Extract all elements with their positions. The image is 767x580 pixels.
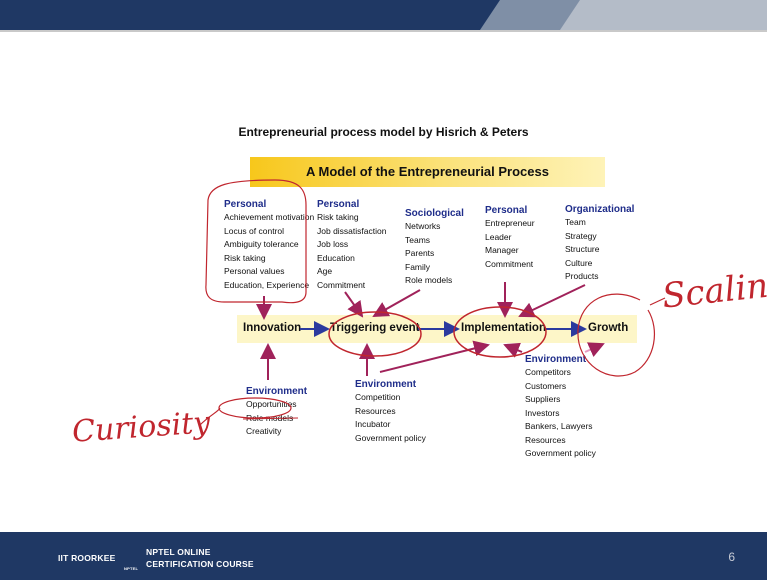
footer-bar	[0, 532, 767, 580]
environment-item: Creativity	[246, 426, 282, 436]
column-item: Education, Experience	[224, 279, 310, 290]
environment-heading: Environment	[246, 386, 308, 397]
model-banner	[250, 157, 605, 187]
environment-implementation: Environment Competitors Customers Suppli…	[525, 353, 596, 461]
page-number: 6	[728, 550, 735, 564]
column-personal-implementation: Personal Entrepreneur Leader Manager Com…	[485, 204, 535, 271]
environment-item: Investors	[525, 407, 560, 418]
environment-item: Suppliers	[525, 394, 561, 404]
column-item: Culture	[565, 257, 593, 268]
column-personal-trigger: Personal Risk taking Job dissatisfaction…	[317, 198, 386, 292]
footer-course-line1: NPTEL ONLINE	[146, 547, 211, 557]
stage-implementation: Implementation	[461, 322, 546, 334]
environment-item: Opportunities	[246, 399, 297, 409]
pen-circle-opportunities	[218, 397, 292, 419]
environment-trigger: Environment Competition Resources Incuba…	[355, 378, 426, 445]
stage-innovation: Innovation	[243, 322, 302, 334]
column-heading: Personal	[224, 199, 267, 210]
footer-institute: IIT ROORKEE	[58, 553, 116, 563]
column-heading: Personal	[485, 205, 528, 216]
column-item: Risk taking	[317, 212, 359, 222]
column-item: Achievement motivation	[224, 212, 315, 222]
column-item: Parents	[405, 248, 435, 258]
stage-triggering-event: Triggering event	[330, 322, 420, 334]
footer-course-line2: CERTIFICATION COURSE	[146, 559, 254, 569]
slide-title: Entrepreneurial process model by Hisrich…	[238, 125, 529, 139]
arrow-environment-to-growth	[584, 342, 605, 357]
column-item: Team	[565, 217, 586, 227]
stage-growth: Growth	[588, 322, 629, 334]
column-heading: Organizational	[565, 204, 635, 215]
environment-item: Competition	[355, 392, 401, 402]
column-item: Job dissatisfaction	[317, 225, 387, 236]
environment-item: Government policy	[355, 432, 426, 443]
header-accent-light	[560, 0, 767, 30]
column-item: Family	[405, 261, 431, 272]
model-banner-title: A Model of the Entrepreneurial Process	[306, 164, 549, 179]
environment-item: Resources	[355, 405, 396, 416]
column-item: Role models	[405, 275, 453, 285]
environment-item: Incubator	[355, 419, 391, 429]
arrow-organizational-to-implementation	[518, 284, 586, 318]
column-item: Job loss	[317, 239, 349, 249]
column-sociological: Sociological Networks Teams Parents Fami…	[405, 207, 464, 288]
column-item: Personal values	[224, 266, 285, 276]
pen-circle-implementation	[453, 306, 547, 358]
column-item: Commitment	[485, 258, 534, 269]
column-item: Structure	[565, 244, 600, 254]
arrow-environment-to-implementation	[379, 340, 490, 373]
column-item: Teams	[405, 234, 431, 245]
pen-circle-trigger	[328, 311, 422, 357]
environment-item: Customers	[525, 380, 567, 391]
column-item: Leader	[485, 231, 512, 242]
column-organizational: Organizational Team Strategy Structure C…	[565, 203, 634, 284]
column-heading: Sociological	[405, 208, 464, 219]
environment-heading: Environment	[525, 354, 587, 365]
pen-strike-role-models	[242, 417, 299, 420]
environment-item: Bankers, Lawyers	[525, 421, 593, 431]
column-item: Locus of control	[224, 225, 285, 236]
column-item: Manager	[485, 245, 519, 255]
environment-item: Competitors	[525, 367, 571, 377]
arrow-personal-to-trigger	[344, 291, 364, 318]
column-item: Products	[565, 271, 599, 281]
column-item: Education	[317, 252, 355, 263]
column-item: Risk taking	[224, 252, 266, 263]
column-item: Age	[317, 266, 333, 276]
environment-heading: Environment	[355, 379, 417, 390]
column-item: Entrepreneur	[485, 218, 535, 228]
pen-box-personal	[205, 179, 307, 304]
footer-nptel-small: NPTEL	[124, 566, 139, 571]
pen-circle-growth	[577, 293, 656, 377]
column-item: Networks	[405, 221, 441, 231]
environment-item: Government policy	[525, 448, 596, 458]
pen-link-curiosity	[199, 407, 221, 426]
column-item: Ambiguity tolerance	[224, 239, 299, 249]
header-divider	[0, 30, 767, 32]
column-personal-innovation: Personal Achievement motivation Locus of…	[224, 198, 314, 292]
arrow-env-impl-up	[503, 342, 523, 358]
column-item: Strategy	[565, 230, 597, 241]
pen-link-scaling	[649, 297, 666, 306]
column-heading: Personal	[317, 199, 360, 210]
column-item: Commitment	[317, 279, 366, 290]
environment-item: Resources	[525, 434, 566, 445]
